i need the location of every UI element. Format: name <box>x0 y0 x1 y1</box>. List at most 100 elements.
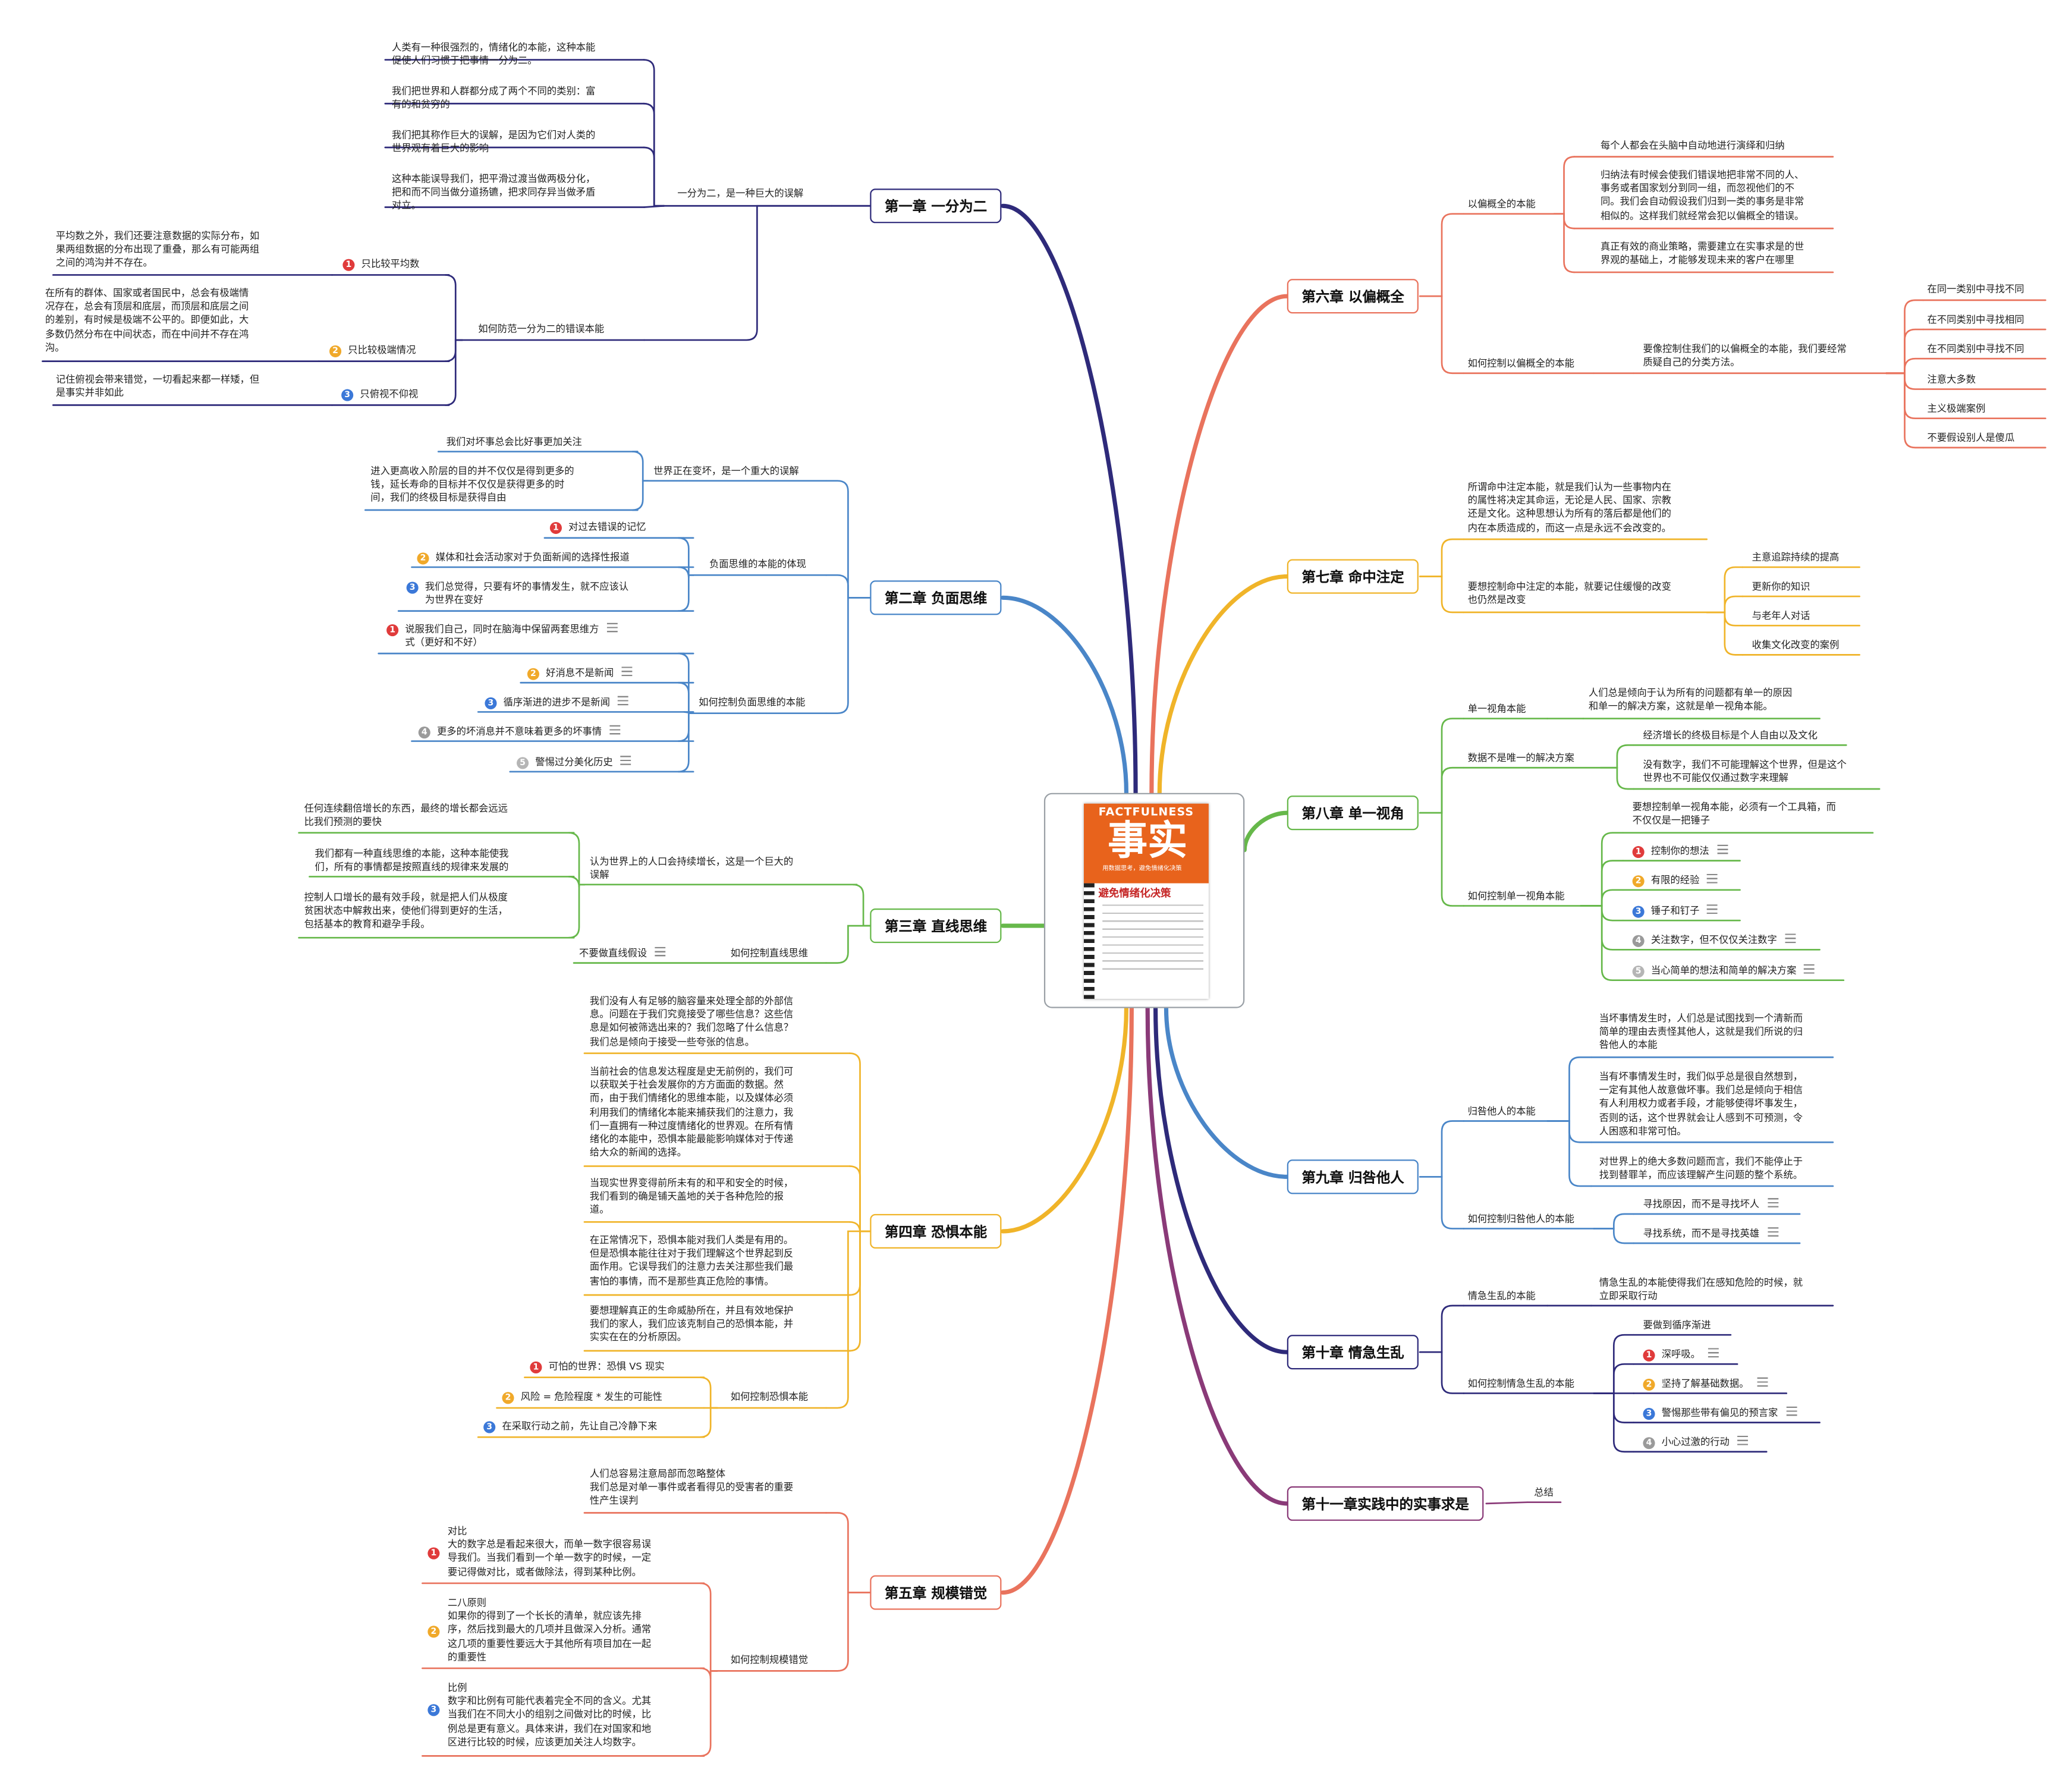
ch6-detail-3[interactable]: 真正有效的商业策略，需要建立在实事求是的世 界观的基础上，才能够发现未来的客户在… <box>1600 240 1804 266</box>
ch3-detail-3[interactable]: 控制人口增长的最有效手段，就是把人们从极度 贫困状态中解救出来，使他们得到更好的… <box>304 891 508 930</box>
chapter-7-node[interactable]: 第七章 命中注定 <box>1287 559 1419 594</box>
ch9-detail-2[interactable]: 当有坏事情发生时，我们似乎总是很自然想到， 一定有其他人故意做坏事。我们总是倾向… <box>1599 1070 1803 1137</box>
ch7-control-2[interactable]: 更新你的知识 <box>1752 580 1810 593</box>
ch4-detail-2[interactable]: 当前社会的信息发达程度是史无前例的，我们可 以获取关于社会发展你的方方面面的数据… <box>589 1065 794 1159</box>
ch1-detail-1[interactable]: 人类有一种很强烈的，情绪化的本能，这种本能 促使人们习惯于把事情一分为二。 <box>392 41 596 67</box>
note-icon[interactable] <box>1804 964 1815 974</box>
chapter-6-node[interactable]: 第六章 以偏概全 <box>1287 279 1419 314</box>
ch6-topic-instinct[interactable]: 以偏概全的本能 <box>1467 197 1536 210</box>
chapter-3-node[interactable]: 第三章 直线思维 <box>870 908 1002 944</box>
ch8-topic-control[interactable]: 如何控制单一视角本能 <box>1467 889 1565 902</box>
ch6-control-6[interactable]: 不要假设别人是傻瓜 <box>1927 432 2015 444</box>
ch6-detail-2[interactable]: 归纳法有时候会使我们错误地把非常不同的人、 事务或者国家划分到同一组，而忽视他们… <box>1600 168 1804 222</box>
note-icon[interactable] <box>1707 873 1718 884</box>
ch3-topic-control[interactable]: 如何控制直线思维 <box>730 947 809 959</box>
ch9-control-2[interactable]: 寻找系统，而不是寻找英雄 <box>1643 1227 1778 1241</box>
ch3-topic-population[interactable]: 认为世界上的人口会持续增长，这是一个巨大的 误解 <box>589 855 794 881</box>
ch3-detail-1[interactable]: 任何连续翻倍增长的东西，最终的增长都会远远 比我们预测的要快 <box>304 802 508 828</box>
ch10-control-intro[interactable]: 要做到循序渐进 <box>1643 1319 1711 1331</box>
chapter-9-node[interactable]: 第九章 归咎他人 <box>1287 1159 1419 1194</box>
chapter-4-node[interactable]: 第四章 恐惧本能 <box>870 1213 1002 1249</box>
ch8-data-1[interactable]: 经济增长的终极目标是个人自由以及文化 <box>1643 729 1818 741</box>
ch9-topic-control[interactable]: 如何控制归咎他人的本能 <box>1467 1212 1574 1225</box>
ch3-control-1[interactable]: 不要做直线假设 <box>579 947 666 961</box>
ch2-topic-manifest[interactable]: 负面思维的本能的体现 <box>709 558 806 570</box>
chapter-2-node[interactable]: 第二章 负面思维 <box>870 580 1002 615</box>
ch11-summary[interactable]: 总结 <box>1534 1486 1554 1498</box>
ch6-control-4[interactable]: 注意大多数 <box>1927 373 1976 385</box>
ch2-detail-2[interactable]: 进入更高收入阶层的目的并不仅仅是得到更多的 钱，延长寿命的目标并不仅仅是获得更多… <box>370 464 574 504</box>
note-icon[interactable] <box>1708 1348 1719 1358</box>
ch1-detail-3[interactable]: 我们把其称作巨大的误解，是因为它们对人类的 世界观有着巨大的影响 <box>392 128 596 155</box>
note-icon[interactable] <box>1717 844 1728 854</box>
ch5-topic-control[interactable]: 如何控制规模错觉 <box>730 1653 809 1666</box>
ch9-detail-1[interactable]: 当坏事情发生时，人们总是试图找到一个清新而 简单的理由去责怪其他人，这就是我们所… <box>1599 1012 1803 1052</box>
ch7-control-1[interactable]: 主意追踪持续的提高 <box>1752 551 1840 564</box>
chapter-11-node[interactable]: 第十一章实践中的实事求是 <box>1287 1486 1484 1521</box>
chapter-10-node[interactable]: 第十章 情急生乱 <box>1287 1335 1419 1370</box>
ch7-detail-1[interactable]: 所谓命中注定本能，就是我们认为一些事物内在 的属性将决定其命运，无论是人民、国家… <box>1467 480 1671 534</box>
ch1-item-extremes-note[interactable]: 在所有的群体、国家或者国民中，总会有极端情 况存在，总会有顶层和底层，而顶层和底… <box>45 287 249 353</box>
ch10-detail-1[interactable]: 情急生乱的本能使得我们在感知危险的时候，就 立即采取行动 <box>1599 1276 1803 1302</box>
ch4-detail-5[interactable]: 要想理解真正的生命威胁所在，并且有效地保护 我们的家人，我们应该克制自己的恐惧本… <box>589 1304 794 1344</box>
ch4-topic-control[interactable]: 如何控制恐惧本能 <box>730 1390 809 1403</box>
ch7-control-4[interactable]: 收集文化改变的案例 <box>1752 639 1840 651</box>
ch6-detail-1[interactable]: 每个人都会在头脑中自动地进行演绎和归纳 <box>1600 139 1785 152</box>
ch1-detail-2[interactable]: 我们把世界和人群都分成了两个不同的类别：富 有的和贫穷的 <box>392 84 596 111</box>
ch1-topic-prevent[interactable]: 如何防范一分为二的错误本能 <box>478 322 605 335</box>
ch6-control-5[interactable]: 主义极端案例 <box>1927 402 1986 415</box>
ch9-topic-instinct[interactable]: 归咎他人的本能 <box>1467 1105 1536 1117</box>
ch9-control-1[interactable]: 寻找原因，而不是寻找坏人 <box>1643 1198 1778 1212</box>
chapter-5-node[interactable]: 第五章 规模错觉 <box>870 1575 1002 1610</box>
ch9-detail-3[interactable]: 对世界上的绝大多数问题而言，我们不能停止于 找到替罪羊，而应该理解产生问题的整个… <box>1599 1155 1803 1181</box>
note-icon[interactable] <box>1737 1435 1749 1445</box>
ch1-detail-4[interactable]: 这种本能误导我们，把平滑过渡当做两极分化， 把和而不同当做分道扬镳，把求同存异当… <box>392 172 596 212</box>
ch10-topic-instinct[interactable]: 情急生乱的本能 <box>1467 1290 1536 1302</box>
ch8-control-intro[interactable]: 要想控制单一视角本能，必须有一个工具箱，而 不仅仅是一把锤子 <box>1632 801 1836 827</box>
ch6-control-3[interactable]: 在不同类别中寻找不同 <box>1927 342 2024 355</box>
note-icon[interactable] <box>1707 904 1718 914</box>
ch2-topic-worse[interactable]: 世界正在变坏，是一个重大的误解 <box>653 464 799 477</box>
ch8-detail-1[interactable]: 人们总是倾向于认为所有的问题都有单一的原因 和单一的解决方案，这就是单一视角本能… <box>1588 686 1793 712</box>
note-icon[interactable] <box>621 756 631 765</box>
note-icon[interactable] <box>609 725 621 735</box>
note-icon[interactable] <box>1756 1377 1768 1387</box>
center-topic[interactable]: FACTFULNESS 事实 用数据思考，避免情绪化决策 避免情绪化决策 <box>1043 793 1245 1008</box>
ch4-detail-3[interactable]: 当现实世界变得前所未有的和平和安全的时候， 我们看到的确是铺天盖地的关于各种危险… <box>589 1177 794 1216</box>
ch8-topic-instinct[interactable]: 单一视角本能 <box>1467 702 1526 715</box>
ch6-control-2[interactable]: 在不同类别中寻找相同 <box>1927 313 2024 326</box>
ch4-detail-1[interactable]: 我们没有人有足够的脑容量来处理全部的外部信 息。问题在于我们究竟接受了哪些信息？… <box>589 995 794 1048</box>
note-icon[interactable] <box>606 622 618 633</box>
note-icon[interactable] <box>621 666 633 677</box>
ch3-detail-2[interactable]: 我们都有一种直线思维的本能，这种本能使我 们，所有的事情都是按照直线的规律来发展… <box>315 847 509 873</box>
ch7-control-3[interactable]: 与老年人对话 <box>1752 609 1810 622</box>
chapter-1-node[interactable]: 第一章 一分为二 <box>870 188 1002 224</box>
note-icon[interactable] <box>655 947 666 957</box>
ch4-detail-4[interactable]: 在正常情况下，恐惧本能对我们人类是有用的。 但是恐惧本能往往对于我们理解这个世界… <box>589 1234 794 1287</box>
ch1-item-averages-note[interactable]: 平均数之外，我们还要注意数据的实际分布，如 果两组数据的分布出现了重叠，那么有可… <box>55 229 260 269</box>
note-icon[interactable] <box>618 696 629 706</box>
ch8-data-2[interactable]: 没有数字，我们不可能理解这个世界，但是这个 世界也不可能仅仅通过数字来理解 <box>1643 758 1847 784</box>
ch8-topic-data[interactable]: 数据不是唯一的解决方案 <box>1467 752 1574 764</box>
note-icon[interactable] <box>1767 1227 1778 1237</box>
